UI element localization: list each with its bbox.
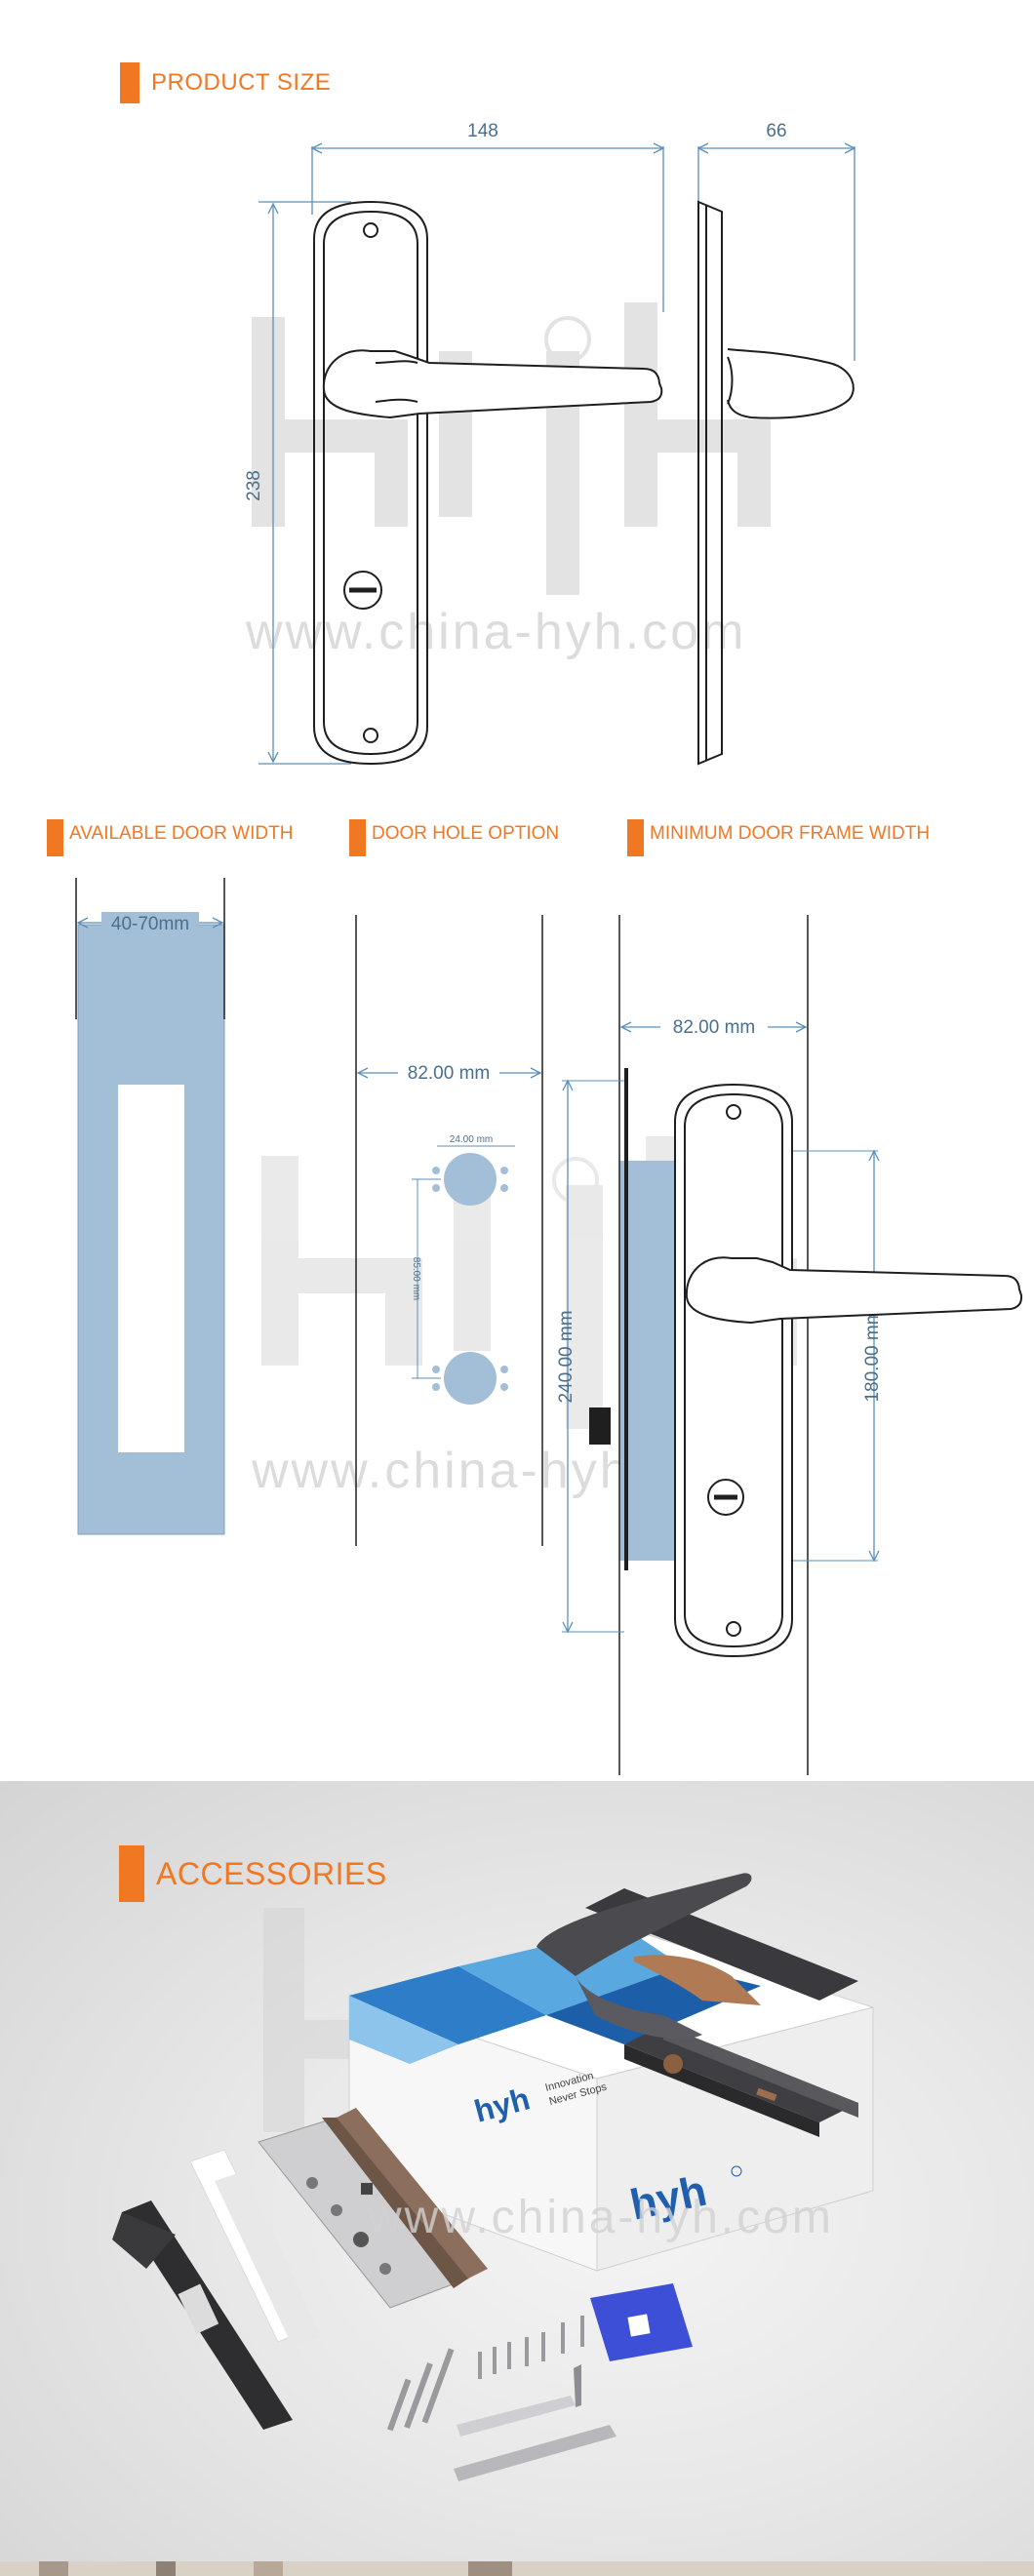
hole-spacing-label: 82.00 mm xyxy=(408,1063,490,1084)
product-size-heading: PRODUCT SIZE xyxy=(120,62,331,103)
height-dimension xyxy=(258,201,351,765)
depth-label: 66 xyxy=(766,121,786,141)
watermark-logo xyxy=(252,302,771,595)
door-width-label: 40-70mm xyxy=(111,914,189,934)
frame-width-label: 82.00 mm xyxy=(673,1017,755,1038)
watermark-url: www.china-hyh.com xyxy=(368,2192,834,2243)
registered-icon xyxy=(731,2165,742,2177)
heading-accent-bar xyxy=(627,819,644,856)
product-box: hyh Innovation Never Stops hyh xyxy=(347,1926,875,2272)
heading-accent-bar xyxy=(120,62,139,103)
accessories-illustration: hyh Innovation Never Stops hyh xyxy=(0,1873,1034,2576)
screws xyxy=(386,2316,584,2432)
template-card xyxy=(590,2283,693,2361)
door-hole-title: DOOR HOLE OPTION xyxy=(372,823,560,844)
accessories-section: hyh Innovation Never Stops hyh xyxy=(0,1781,1034,2576)
width-label: 148 xyxy=(467,121,498,141)
frame-width-heading: MINIMUM DOOR FRAME WIDTH xyxy=(627,819,930,856)
heading-accent-bar xyxy=(349,819,366,856)
hole-diameter-label: 24.00 mm xyxy=(450,1134,493,1145)
frame-width-title: MINIMUM DOOR FRAME WIDTH xyxy=(650,823,931,844)
strike-plate xyxy=(112,2200,293,2430)
product-size-drawing: www.china-hyh.com 148 66 238 xyxy=(244,121,856,766)
handle-on-box xyxy=(537,1873,858,2137)
accessories-title: ACCESSORIES xyxy=(156,1855,387,1891)
hole-distance-label: 85.00 mm xyxy=(411,1257,421,1300)
spindle-and-key xyxy=(454,2364,616,2481)
mortise-lock xyxy=(189,2108,488,2347)
door-width-heading: AVAILABLE DOOR WIDTH xyxy=(47,819,293,856)
height-label: 238 xyxy=(244,470,264,501)
side-view-drawing xyxy=(697,200,855,766)
door-width-diagram: 40-70mm xyxy=(75,878,225,1535)
frame-height-label: 240.00 mm xyxy=(556,1310,577,1403)
watermark-url: www.china-hyh.com xyxy=(245,604,746,660)
product-size-title: PRODUCT SIZE xyxy=(151,69,332,96)
heading-accent-bar xyxy=(47,819,63,856)
door-width-title: AVAILABLE DOOR WIDTH xyxy=(69,823,294,844)
door-hole-diagram: 82.00 mm 24.00 mm 85.00 mm xyxy=(355,915,543,1546)
door-diagrams: www.china-hyh.com 40-70mm 82.00 mm 24.00… xyxy=(75,878,1023,1775)
door-hole-heading: DOOR HOLE OPTION xyxy=(349,819,559,856)
accessories-heading: ACCESSORIES xyxy=(119,1845,387,1902)
frame-width-diagram: 82.00 mm 240.00 mm 180.00 mm xyxy=(556,915,1023,1775)
heading-accent-bar xyxy=(119,1845,144,1902)
front-plate-drawing xyxy=(313,200,663,766)
bottom-strip xyxy=(0,2561,1034,2576)
handle-center-label: 180.00 mm xyxy=(862,1309,883,1402)
depth-dimension xyxy=(696,142,856,361)
width-dimension xyxy=(310,142,665,312)
